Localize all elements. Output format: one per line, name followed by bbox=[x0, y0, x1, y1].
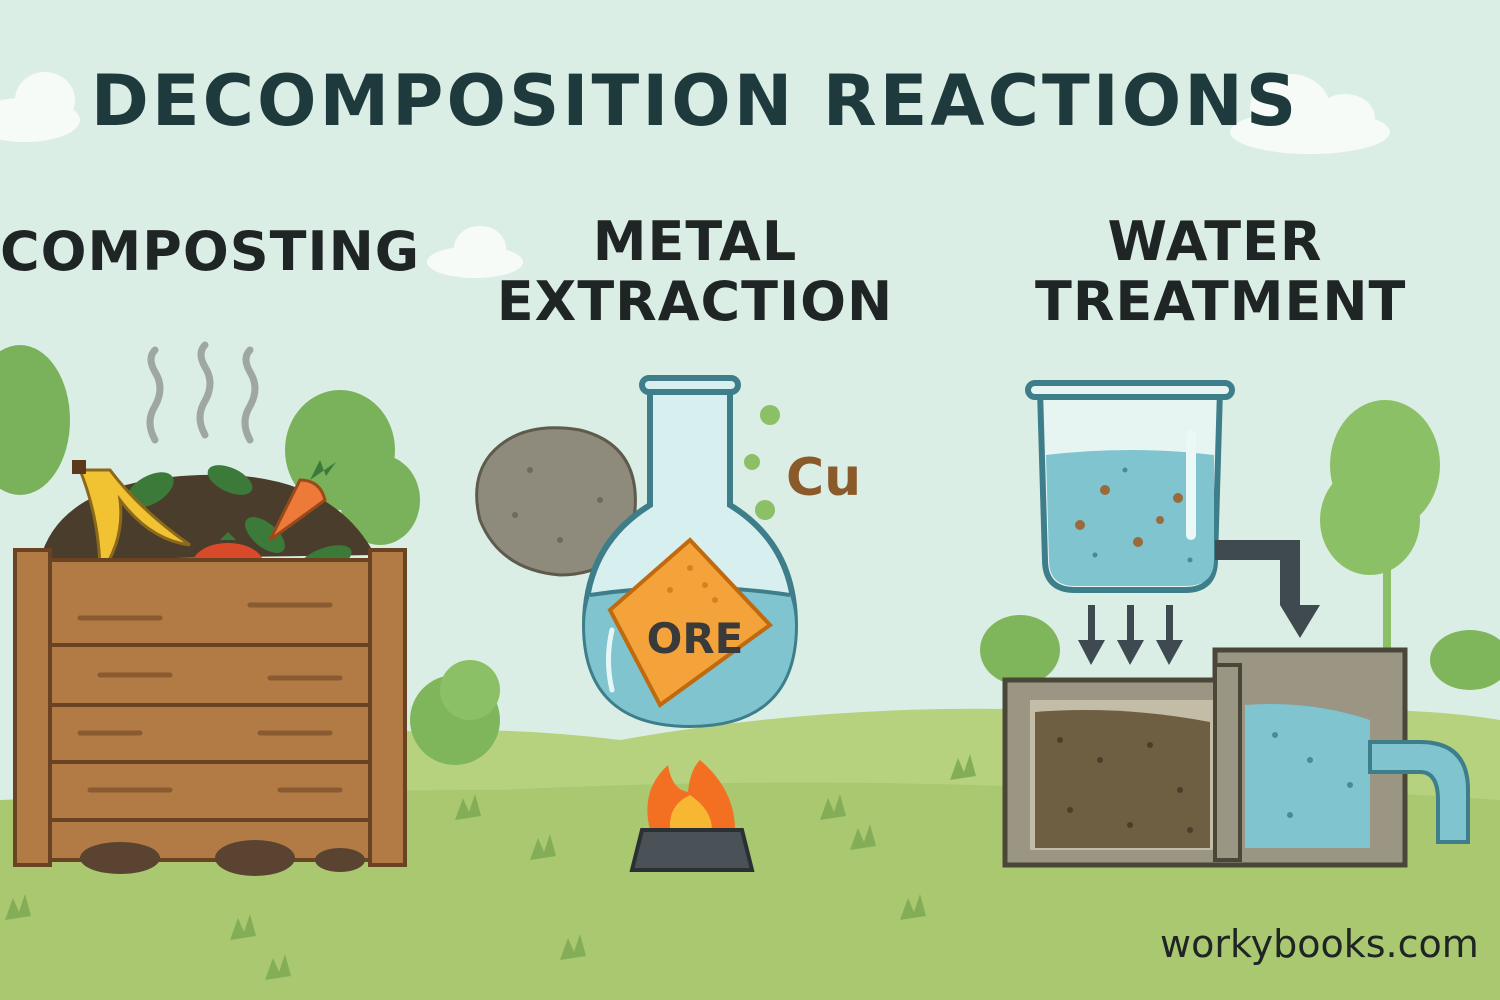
bubble-icons bbox=[744, 405, 780, 520]
cloud-icon bbox=[1230, 74, 1390, 154]
footer-credit: workybooks.com bbox=[1160, 922, 1479, 966]
cloud-icon bbox=[427, 226, 523, 278]
banana-peel-icon bbox=[72, 460, 191, 580]
compost-bin-icon bbox=[13, 548, 407, 876]
flask-icon bbox=[581, 375, 799, 729]
ore-label: ORE bbox=[646, 614, 744, 663]
burner-icon bbox=[629, 828, 755, 872]
water-treatment-label: WATER TREATMENT bbox=[1035, 210, 1407, 334]
cloud-icon bbox=[0, 72, 80, 142]
steam-icon bbox=[146, 341, 259, 444]
metal-extraction-label: METAL EXTRACTION bbox=[490, 210, 900, 334]
beaker-icon bbox=[1025, 380, 1235, 593]
outlet-pipe-icon bbox=[1368, 740, 1470, 844]
metal-extraction-label-line2: EXTRACTION bbox=[496, 270, 894, 334]
water-treatment-label-line1: WATER bbox=[1107, 210, 1323, 273]
arrow-down-icon bbox=[1078, 540, 1320, 665]
grass-tufts bbox=[5, 754, 976, 980]
ore-chunk bbox=[607, 537, 774, 708]
composting-label: COMPOSTING bbox=[0, 220, 421, 283]
tree-icon bbox=[0, 345, 500, 765]
water-treatment-label-line2: TREATMENT bbox=[1035, 270, 1407, 334]
metal-extraction-label-line1: METAL bbox=[592, 210, 798, 273]
flame-icon bbox=[647, 760, 735, 830]
copper-symbol: Cu bbox=[786, 448, 862, 508]
tree-icon bbox=[980, 400, 1500, 690]
page-title: DECOMPOSITION REACTIONS bbox=[90, 60, 1300, 142]
carrot-icon bbox=[268, 460, 336, 542]
filter-tank-icon bbox=[1002, 647, 1408, 868]
